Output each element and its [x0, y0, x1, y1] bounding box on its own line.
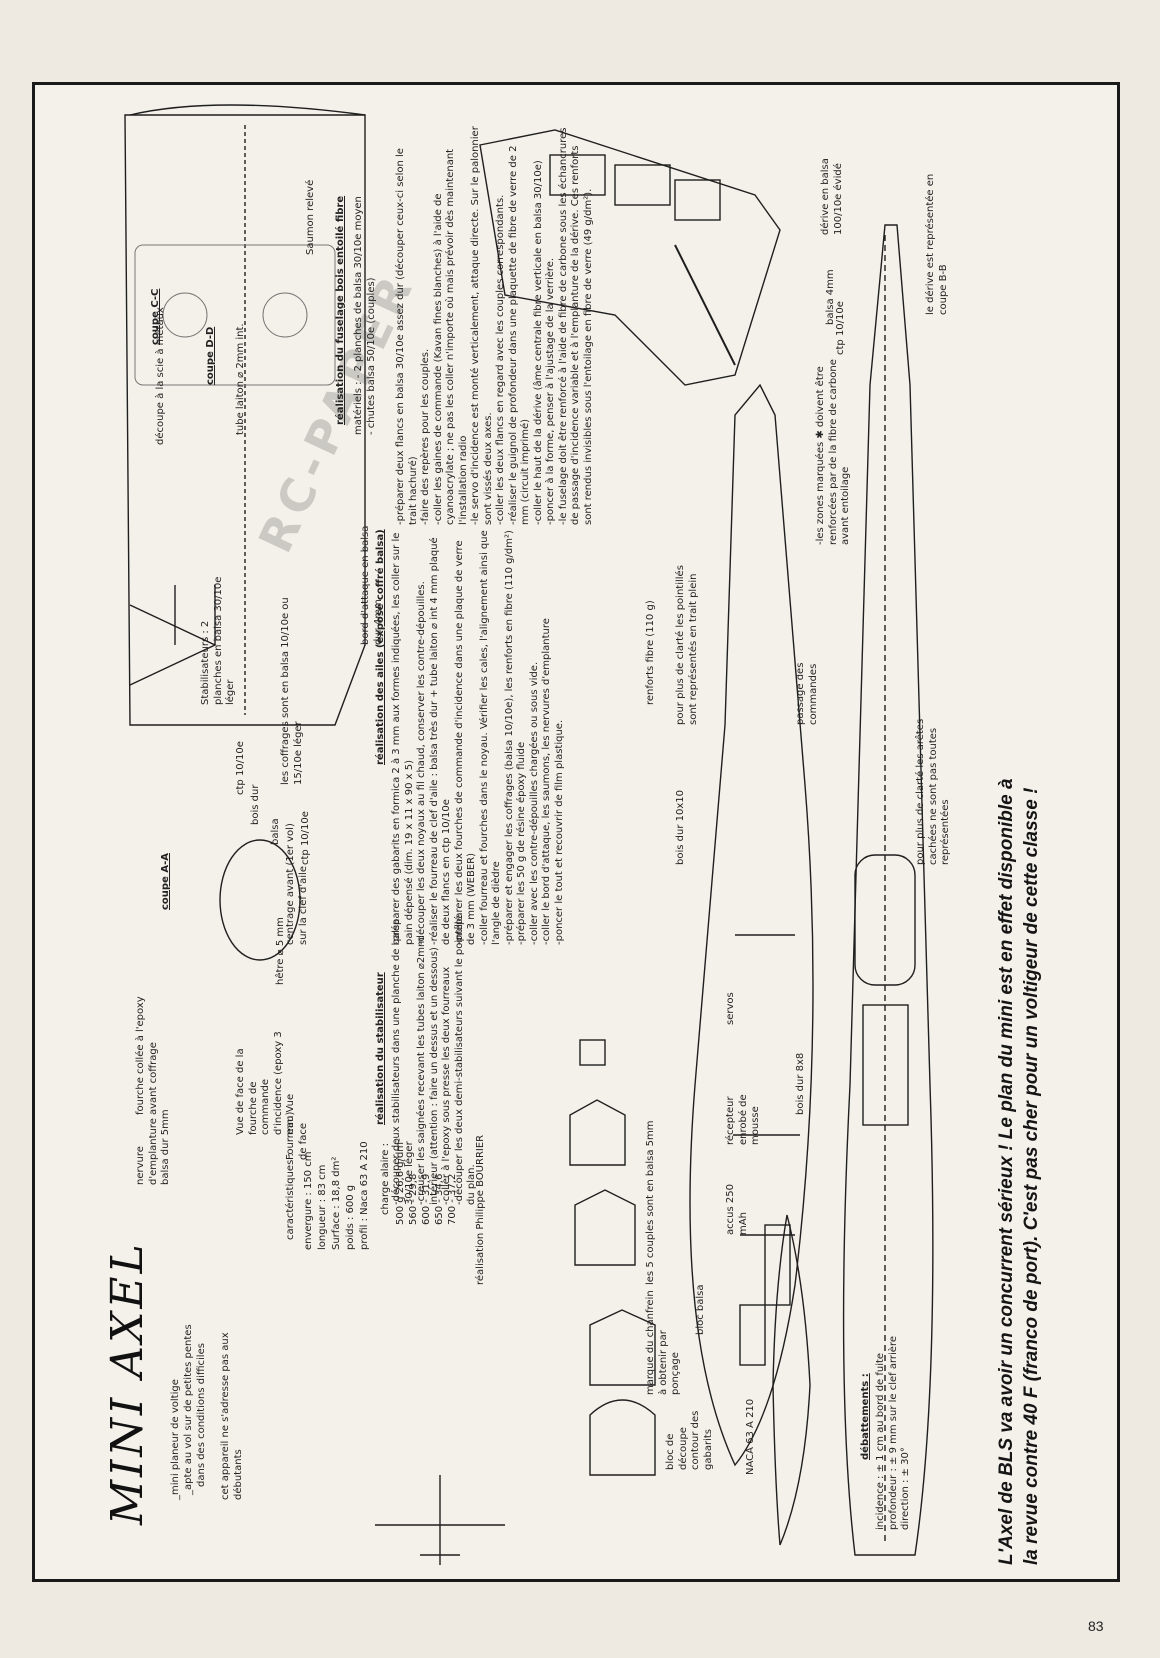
clarte-note: pour plus de clarté les pointillés sont … — [675, 565, 699, 725]
plan-title: MINI AXEL — [102, 1241, 153, 1525]
servo-bay — [862, 1004, 909, 1126]
rotated-notes-layer: MINI AXEL _mini planeur de voltige _apte… — [35, 85, 1123, 1585]
stabilizer-outline — [479, 129, 781, 386]
spec-profil: profil : Naca 63 A 210 — [359, 1141, 370, 1250]
spec-surface: Surface : 18,8 dm² — [331, 1156, 342, 1250]
couple-2 — [589, 1309, 656, 1386]
fuselage-top-view — [842, 224, 934, 1556]
label-tube-laiton: tube laiton ⌀ 2mm int. — [235, 323, 246, 435]
stab-text: -découper deux stabilisateurs dans une p… — [391, 915, 477, 1205]
label-servos: servos — [725, 992, 736, 1025]
couple-1 — [589, 1399, 656, 1476]
plan-frame: RC-PAPER MINI AXEL _mini planeur de volt… — [32, 82, 1120, 1582]
reinforce-note: -les zones marquées ✱ doivent être renfo… — [815, 359, 851, 545]
fuselage-side-view — [689, 383, 814, 1467]
label-coffrages: les coffrages sont en balsa 10/10e ou 15… — [280, 597, 304, 785]
three-view-sketch — [375, 1475, 505, 1565]
label-marque-chanfrein: marque du chanfrein à obtenir par ponçag… — [645, 1290, 681, 1395]
airfoil-profile — [772, 1214, 811, 1546]
spec-poids: poids : 600 g — [345, 1184, 356, 1250]
label-saumon: Saumon relevé — [305, 179, 316, 255]
debattements-title: débattements : — [860, 1373, 871, 1460]
accus-box — [739, 1304, 766, 1366]
label-ctp-1010: ctp 10/10e — [235, 741, 246, 795]
spec-longueur: longueur : 83 cm — [317, 1164, 328, 1250]
recepteur-box — [764, 1224, 791, 1306]
label-coupe-dd: coupe D-D — [205, 326, 216, 385]
label-coupe-bb: le dérive est représentée en coupe B-B — [925, 173, 949, 315]
label-fourche: fourche collée à l'epoxy avant coffrage — [135, 996, 159, 1115]
clarte-note-2: pour plus de clarté les arêtes cachées n… — [915, 718, 951, 865]
intro-line-5: débutants — [233, 1449, 244, 1500]
label-recepteur: récepteur enrobé de mousse — [725, 1094, 761, 1145]
label-derive: dérive en balsa 100/10e évidé — [820, 158, 844, 235]
couple-5 — [579, 1039, 606, 1066]
label-ctp-derive: ctp 10/10e — [835, 301, 846, 355]
couple-3 — [574, 1189, 636, 1266]
canopy-outline — [854, 854, 916, 986]
intro-line-4: cet appareil ne s'adresse pas aux — [220, 1332, 231, 1500]
intro-line-1: _mini planeur de voltige — [170, 1379, 181, 1500]
label-accus: accus 250 mAh — [725, 1184, 749, 1235]
label-passage-commandes: passage des commandes — [795, 662, 819, 725]
wing-cutout-notch — [129, 604, 217, 686]
label-bloc-balsa: bloc balsa — [695, 1284, 706, 1335]
label-bois-dur-8x8: bois dur 8x8 — [795, 1052, 806, 1115]
label-bois-dur: bois dur — [250, 784, 261, 825]
spec-envergure: envergure : 150 cm — [303, 1151, 314, 1250]
fus-title: réalisation du fuselage bois entoilé fib… — [335, 195, 346, 425]
magazine-caption: L'Axel de BLS va avoir un concurrent sér… — [996, 778, 1042, 1565]
plan-drawing — [124, 104, 934, 1565]
label-coupe-aa: coupe A-A — [160, 853, 171, 910]
couple-4 — [569, 1099, 626, 1166]
intro-line-2: _apte au vol sur de petites pentes — [183, 1324, 194, 1495]
page-number: 83 — [1088, 1618, 1104, 1634]
label-stabilisateur: Stabilisateurs : 2 planches en balsa 30/… — [200, 576, 236, 705]
renforts-fibre-note: renforts fibre (110 g) — [645, 600, 656, 705]
label-balsa: balsa — [270, 818, 281, 845]
section-aa — [219, 839, 301, 961]
wing-tip — [129, 104, 366, 116]
specs-heading: caractéristiques : — [285, 1153, 296, 1240]
label-ctp-1010b: ctp 10/10e — [300, 811, 311, 865]
wing-outline — [124, 114, 366, 726]
label-coupe-cc: coupe C-C — [150, 288, 161, 345]
rc-transmitter-sketch — [134, 244, 336, 386]
stab-title: réalisation du stabilisateur — [375, 972, 386, 1125]
stab-cutout-3 — [674, 179, 721, 221]
label-bois-dur-10x10: bois dur 10x10 — [675, 790, 686, 865]
fus-text: -préparer deux flancs en balsa 30/10e as… — [395, 126, 594, 525]
couples-note: les 5 couples sont en balsa 5mm — [645, 1120, 656, 1285]
debattements-text: incidence : ± 1 cm au bord de fuite prof… — [875, 1336, 911, 1530]
wing-title: réalisation des ailes (exposé coffré bal… — [375, 529, 386, 765]
stab-cutout-2 — [614, 164, 671, 206]
label-fourreau: Fourreau Vue de face — [285, 1093, 309, 1160]
stab-cutout-1 — [549, 154, 606, 196]
intro-line-3: dans des conditions difficiles — [196, 1343, 207, 1487]
label-naca: NACA 63 A 210 — [745, 1398, 756, 1475]
wing-text: -préparer des gabarits en formica 2 à 3 … — [391, 530, 565, 945]
fus-materials: matériels : - 2 planches de balsa 30/10e… — [353, 196, 377, 435]
label-bloc-decoupe: bloc de découpe contour des gabarits — [665, 1410, 714, 1470]
